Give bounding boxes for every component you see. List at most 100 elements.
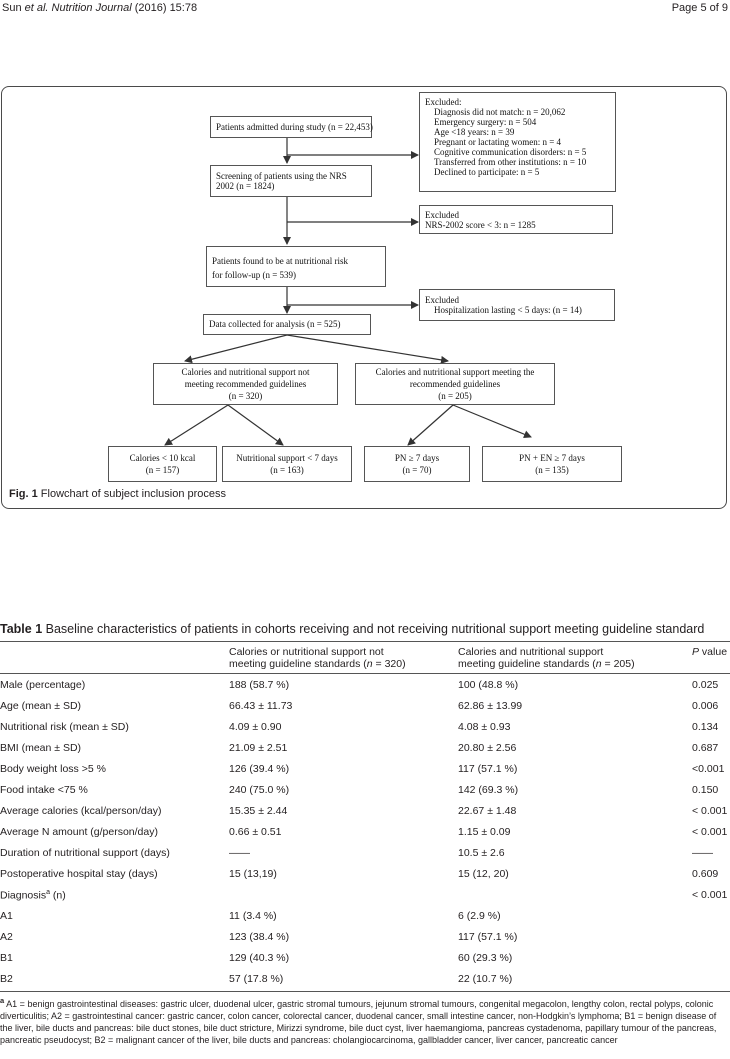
table-cell: 62.86 ± 13.99 <box>458 700 523 712</box>
table-row: Food intake <75 % 240 (75.0 %) 142 (69.3 %… <box>0 780 730 801</box>
table-cell: 11 (3.4 %) <box>229 910 277 922</box>
table-cell: Age (mean ± SD) <box>0 700 82 712</box>
table-cell: —— <box>692 847 713 859</box>
table-cell: 1.15 ± 0.09 <box>458 826 511 838</box>
table-cell: 0.609 <box>692 868 719 880</box>
table-title: Table 1 Baseline characteristics of pati… <box>0 622 704 636</box>
table-row: A1 11 (3.4 %) 6 (2.9 %) <box>0 906 730 927</box>
table-cell: 15.35 ± 2.44 <box>229 805 288 817</box>
table-cell: Postoperative hospital stay (days) <box>0 868 158 880</box>
table-footnote: a A1 = benign gastrointestinal diseases:… <box>0 996 717 1045</box>
arrow-to-nutr-support <box>227 404 284 446</box>
table-cell: 0.687 <box>692 742 719 754</box>
table-cell: 20.80 ± 2.56 <box>458 742 517 754</box>
table-cell: 22 (10.7 %) <box>458 973 513 985</box>
box-excluded-2: Excluded NRS-2002 score < 3: n = 1285 <box>419 205 613 234</box>
figure-caption: Fig. 1 Flowchart of subject inclusion pr… <box>9 488 226 500</box>
table-header-rule <box>0 673 730 674</box>
table-header: Calories or nutritional support not meet… <box>0 645 730 673</box>
table-cell: 21.09 ± 2.51 <box>229 742 288 754</box>
header-year: (2016) 15:78 <box>131 2 198 14</box>
arrow-to-pn-en <box>452 404 532 439</box>
page-number: Page 5 of 9 <box>671 2 728 14</box>
table-cell: B2 <box>0 973 13 985</box>
arrow-to-meeting <box>286 334 449 364</box>
table-cell: Male (percentage) <box>0 679 86 691</box>
table-row: Postoperative hospital stay (days) 15 (13… <box>0 864 730 885</box>
table-cell: Diagnosisa (n) <box>0 889 66 902</box>
table-cell: 15 (13,19) <box>229 868 277 880</box>
table-cell: 4.08 ± 0.93 <box>458 721 511 733</box>
table-cell: 4.09 ± 0.90 <box>229 721 282 733</box>
table-cell: A2 <box>0 931 13 943</box>
table-row: Male (percentage)188 (58.7 %)100 (48.8 %… <box>0 675 730 696</box>
table-cell: < 0.001 <box>692 805 728 817</box>
table-top-rule <box>0 641 730 642</box>
table-cell: 15 (12, 20) <box>458 868 509 880</box>
table-cell: 60 (29.3 %) <box>458 952 513 964</box>
header-col-meeting: Calories and nutritional support meeting… <box>458 646 635 670</box>
table-cell: 188 (58.7 %) <box>229 679 290 691</box>
table-cell: Average N amount (g/person/day) <box>0 826 158 838</box>
table-cell: 0.025 <box>692 679 719 691</box>
header-authors: Sun <box>2 2 25 14</box>
table-row: A2 123 (38.4 %) 117 (57.1 %) <box>0 927 730 948</box>
box-admitted: Patients admitted during study (n = 22,4… <box>210 116 373 138</box>
table-cell: 126 (39.4 %) <box>229 763 290 775</box>
figure-caption-label: Fig. 1 <box>9 488 38 500</box>
arrow-to-pn <box>407 404 454 446</box>
table-cell: 117 (57.1 %) <box>458 931 518 943</box>
box-not-meeting-guidelines: Calories and nutritional support not mee… <box>153 363 338 405</box>
table-cell: 123 (38.4 %) <box>229 931 290 943</box>
table-row: BMI (mean ± SD) 21.09 ± 2.51 20.80 ± 2.56 0… <box>0 738 730 759</box>
table-cell: 57 (17.8 %) <box>229 973 284 985</box>
table-cell: BMI (mean ± SD) <box>0 742 82 754</box>
box-excluded-3: Excluded Hospitalization lasting < 5 day… <box>419 289 615 321</box>
table-cell: <0.001 <box>692 763 725 775</box>
box-meeting-guidelines: Calories and nutritional support meeting… <box>355 363 555 405</box>
table-cell: 66.43 ± 11.73 <box>229 700 293 712</box>
table-cell: Average calories (kcal/person/day) <box>0 805 162 817</box>
table-cell: 0.66 ± 0.51 <box>229 826 282 838</box>
table-bottom-rule <box>0 991 730 992</box>
table-cell: —— <box>229 847 250 859</box>
table-row: Body weight loss >5 % 126 (39.4 %) 117 (57… <box>0 759 730 780</box>
table-row: Diagnosisa (n) < 0.001 <box>0 885 730 906</box>
arrow-to-calories <box>164 404 229 446</box>
box-data-analysis: Data collected for analysis (n = 525) <box>203 314 371 335</box>
table-cell: Nutritional risk (mean ± SD) <box>0 721 129 733</box>
figure-caption-text: Flowchart of subject inclusion process <box>37 488 227 500</box>
table-title-text: Baseline characteristics of patients in … <box>42 622 705 636</box>
table-row: Nutritional risk (mean ± SD) 4.09 ± 0.90 4… <box>0 717 730 738</box>
table-row: Duration of nutritional support (days) ——… <box>0 843 730 864</box>
figure-1-frame <box>1 86 727 509</box>
box-calories-low: Calories < 10 kcal (n = 157) <box>108 446 217 482</box>
table-row: Average calories (kcal/person/day) 15.35 … <box>0 801 730 822</box>
table-cell: < 0.001 <box>692 889 728 901</box>
table-cell: 129 (40.3 %) <box>229 952 290 964</box>
box-excluded-1: Excluded: Diagnosis did not match: n = 2… <box>419 92 616 192</box>
running-header-left: Sun et al. Nutrition Journal (2016) 15:7… <box>2 2 197 14</box>
table-cell: A1 <box>0 910 13 922</box>
box-screening: Screening of patients using the NRS 2002… <box>210 165 372 197</box>
table-cell: Body weight loss >5 % <box>0 763 106 775</box>
arrow-to-not-meeting <box>184 334 288 364</box>
table-cell: 22.67 ± 1.48 <box>458 805 517 817</box>
table-cell: Food intake <75 % <box>0 784 88 796</box>
table-title-label: Table 1 <box>0 622 43 636</box>
box-pn-en: PN + EN ≥ 7 days (n = 135) <box>482 446 622 482</box>
table-cell: 142 (69.3 %) <box>458 784 519 796</box>
header-col-pvalue: P value <box>692 646 728 658</box>
box-pn: PN ≥ 7 days (n = 70) <box>364 446 470 482</box>
box-nutritional-risk: Patients found to be at nutritional risk… <box>206 246 386 287</box>
table-row: Average N amount (g/person/day) 0.66 ± 0.… <box>0 822 730 843</box>
table-cell: 117 (57.1 %) <box>458 763 518 775</box>
table-cell: 240 (75.0 %) <box>229 784 290 796</box>
header-journal: Nutrition Journal <box>48 2 132 14</box>
table-cell: 6 (2.9 %) <box>458 910 501 922</box>
table-cell: Duration of nutritional support (days) <box>0 847 170 859</box>
table-cell: < 0.001 <box>692 826 728 838</box>
table-row: Age (mean ± SD) 66.43 ± 11.73 62.86 ± 13.9… <box>0 696 730 717</box>
table-cell: 0.006 <box>692 700 719 712</box>
